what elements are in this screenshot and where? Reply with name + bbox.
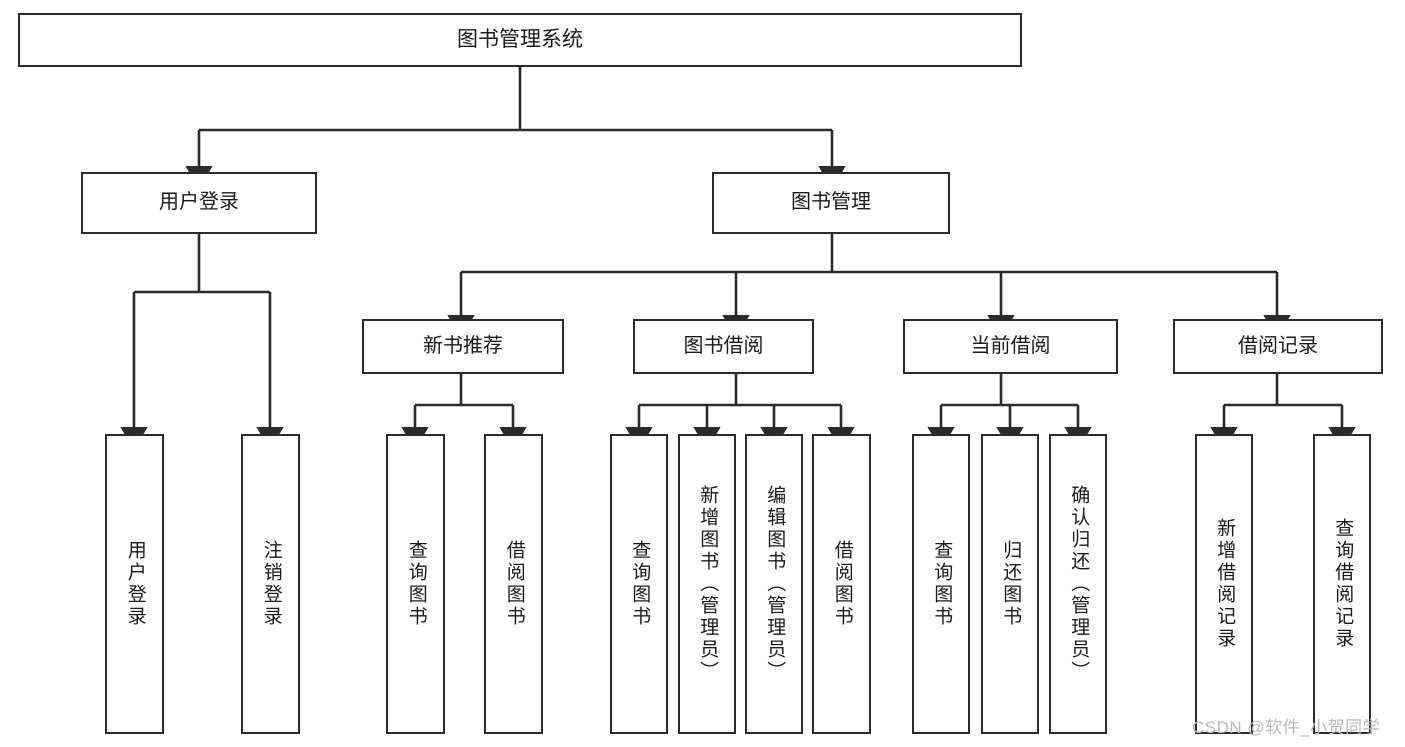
node-user-login-label: 用户登录 (159, 191, 239, 214)
leaf-borrow-record-add[interactable]: 新增借阅记录 (1195, 434, 1253, 734)
leaf-new-book-borrow-label: 借阅图书 (503, 540, 525, 628)
watermark-text: CSDN @软件_小贺同学 (1192, 718, 1381, 737)
leaf-new-book-borrow[interactable]: 借阅图书 (484, 434, 543, 734)
leaf-borrow-record-query-label: 查询借阅记录 (1332, 518, 1354, 650)
node-borrow-record[interactable]: 借阅记录 (1173, 319, 1383, 374)
leaf-book-borrow-add[interactable]: 新增图书（管理员） (678, 434, 736, 734)
node-book-borrow-label: 图书借阅 (683, 334, 764, 357)
leaf-current-borrow-confirm-return[interactable]: 确认归还（管理员） (1049, 434, 1107, 734)
node-book-borrow[interactable]: 图书借阅 (633, 319, 814, 374)
leaf-new-book-query[interactable]: 查询图书 (386, 434, 445, 734)
node-new-book-recommend-label: 新书推荐 (423, 334, 503, 357)
leaf-book-borrow-edit-label: 编辑图书（管理员） (764, 485, 786, 683)
leaf-book-borrow-borrow[interactable]: 借阅图书 (812, 434, 871, 734)
leaf-user-login-signin-label: 用户登录 (124, 540, 146, 628)
leaf-current-borrow-return-label: 归还图书 (1000, 540, 1022, 628)
leaf-new-book-query-label: 查询图书 (405, 540, 427, 628)
node-book-management-label: 图书管理 (791, 191, 871, 214)
leaf-current-borrow-return[interactable]: 归还图书 (981, 434, 1039, 734)
leaf-book-borrow-query-label: 查询图书 (629, 540, 651, 628)
leaf-book-borrow-borrow-label: 借阅图书 (831, 540, 853, 628)
leaf-book-borrow-query[interactable]: 查询图书 (610, 434, 668, 734)
node-borrow-record-label: 借阅记录 (1238, 334, 1318, 357)
node-new-book-recommend[interactable]: 新书推荐 (362, 319, 564, 374)
leaf-user-login-signin[interactable]: 用户登录 (105, 434, 164, 734)
leaf-current-borrow-query-label: 查询图书 (931, 540, 953, 628)
leaf-book-borrow-edit[interactable]: 编辑图书（管理员） (745, 434, 803, 734)
node-root[interactable]: 图书管理系统 (18, 13, 1022, 67)
node-user-login[interactable]: 用户登录 (81, 172, 317, 234)
node-root-label: 图书管理系统 (457, 27, 583, 51)
node-current-borrow[interactable]: 当前借阅 (903, 319, 1118, 374)
leaf-borrow-record-query[interactable]: 查询借阅记录 (1313, 434, 1371, 734)
leaf-current-borrow-query[interactable]: 查询图书 (912, 434, 970, 734)
leaf-book-borrow-add-label: 新增图书（管理员） (697, 485, 719, 683)
node-book-management[interactable]: 图书管理 (712, 172, 950, 234)
node-current-borrow-label: 当前借阅 (970, 334, 1051, 357)
leaf-user-login-signout[interactable]: 注销登录 (241, 434, 300, 734)
leaf-user-login-signout-label: 注销登录 (260, 540, 282, 628)
leaf-borrow-record-add-label: 新增借阅记录 (1214, 518, 1236, 650)
leaf-current-borrow-confirm-return-label: 确认归还（管理员） (1068, 485, 1090, 683)
